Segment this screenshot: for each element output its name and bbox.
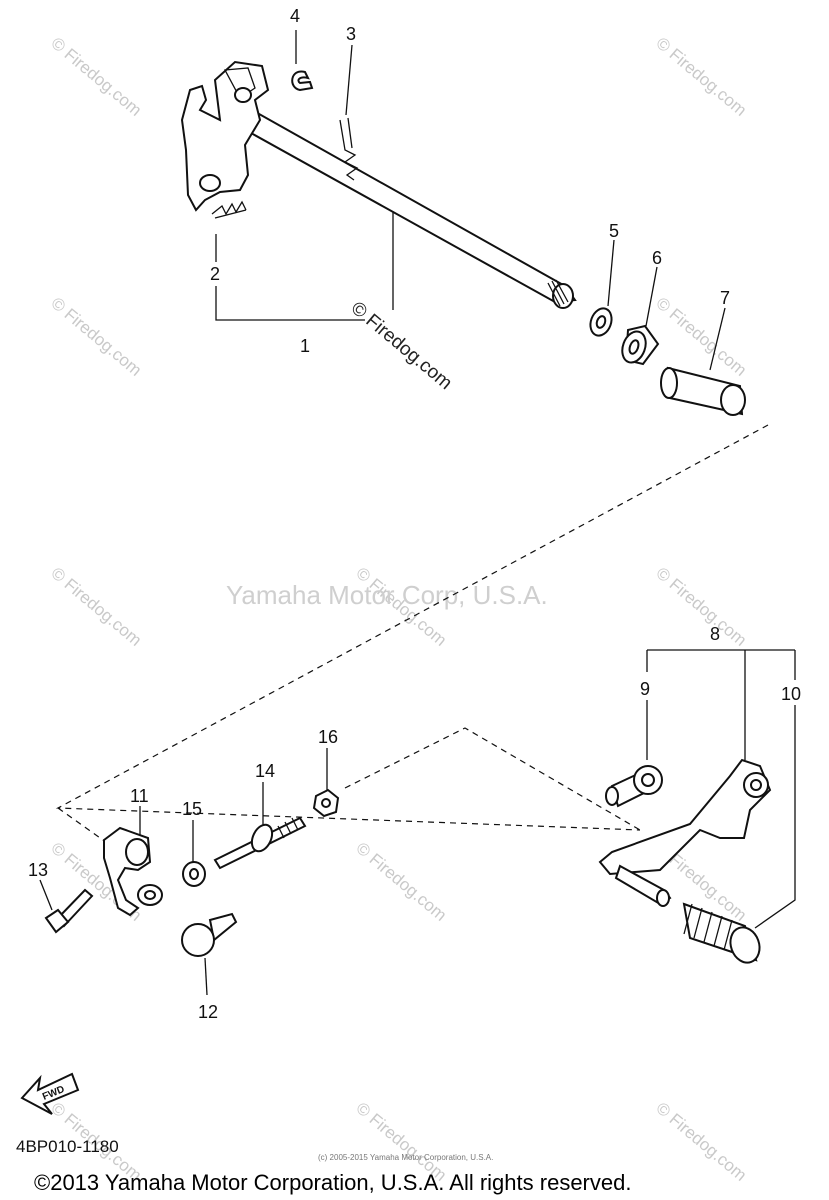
watermark: © Firedog.com — [652, 1099, 750, 1185]
ball-joint-part-12 — [181, 912, 238, 957]
leader-lines-top — [215, 30, 726, 371]
shift-pedal-part-8 — [598, 758, 772, 907]
watermark: © Firedog.com — [352, 839, 450, 925]
nut-part-16 — [312, 788, 340, 818]
pedal-rubber-part-10 — [682, 902, 761, 964]
part-label-15: 15 — [182, 799, 202, 819]
part-label-13: 13 — [28, 860, 48, 880]
diagram-code: 4BP010-1180 — [16, 1137, 119, 1156]
leader-lines-bottom — [39, 649, 796, 996]
part-label-5: 5 — [609, 221, 619, 241]
sleeve-part-7 — [660, 366, 746, 416]
watermark: © Firedog.com — [47, 34, 145, 120]
watermark: © Firedog.com — [652, 34, 750, 120]
part-label-9: 9 — [640, 679, 650, 699]
circlip-part-4 — [291, 70, 314, 92]
watermark: © Firedog.com — [47, 294, 145, 380]
seal-part-6 — [621, 324, 660, 366]
part-label-3: 3 — [346, 24, 356, 44]
part-label-1: 1 — [300, 336, 310, 356]
lever-part-11 — [103, 826, 163, 917]
watermark-dark: © Firedog.com — [347, 298, 456, 394]
rod-part-14 — [213, 816, 307, 870]
washer-part-5 — [589, 307, 613, 337]
part-number-labels: 1 2 3 4 5 6 7 8 9 10 11 12 13 14 15 16 — [28, 6, 801, 1022]
small-copyright: (c) 2005-2015 Yamaha Motor Corporation, … — [318, 1153, 493, 1162]
watermark-center: Yamaha Motor Corp, U.S.A. — [226, 580, 548, 610]
bolt-part-13 — [44, 888, 94, 934]
part-label-11: 11 — [130, 786, 149, 806]
joint-part-9 — [605, 765, 663, 808]
spring-part-2 — [211, 200, 247, 219]
part-label-10: 10 — [781, 684, 801, 704]
part-label-7: 7 — [720, 288, 730, 308]
part-label-8: 8 — [710, 624, 720, 644]
copyright-footer: ©2013 Yamaha Motor Corporation, U.S.A. A… — [34, 1170, 631, 1195]
guide-lines — [55, 424, 769, 846]
nut-part-15 — [182, 861, 206, 887]
watermark: © Firedog.com — [47, 564, 145, 650]
part-label-6: 6 — [652, 248, 662, 268]
part-label-16: 16 — [318, 727, 338, 747]
shift-shaft-assembly — [180, 60, 577, 309]
part-label-14: 14 — [255, 761, 275, 781]
part-label-4: 4 — [290, 6, 300, 26]
part-label-12: 12 — [198, 1002, 218, 1022]
watermark: © Firedog.com — [652, 564, 750, 650]
fwd-arrow-icon: FWD — [20, 1072, 80, 1115]
part-label-2: 2 — [210, 264, 220, 284]
